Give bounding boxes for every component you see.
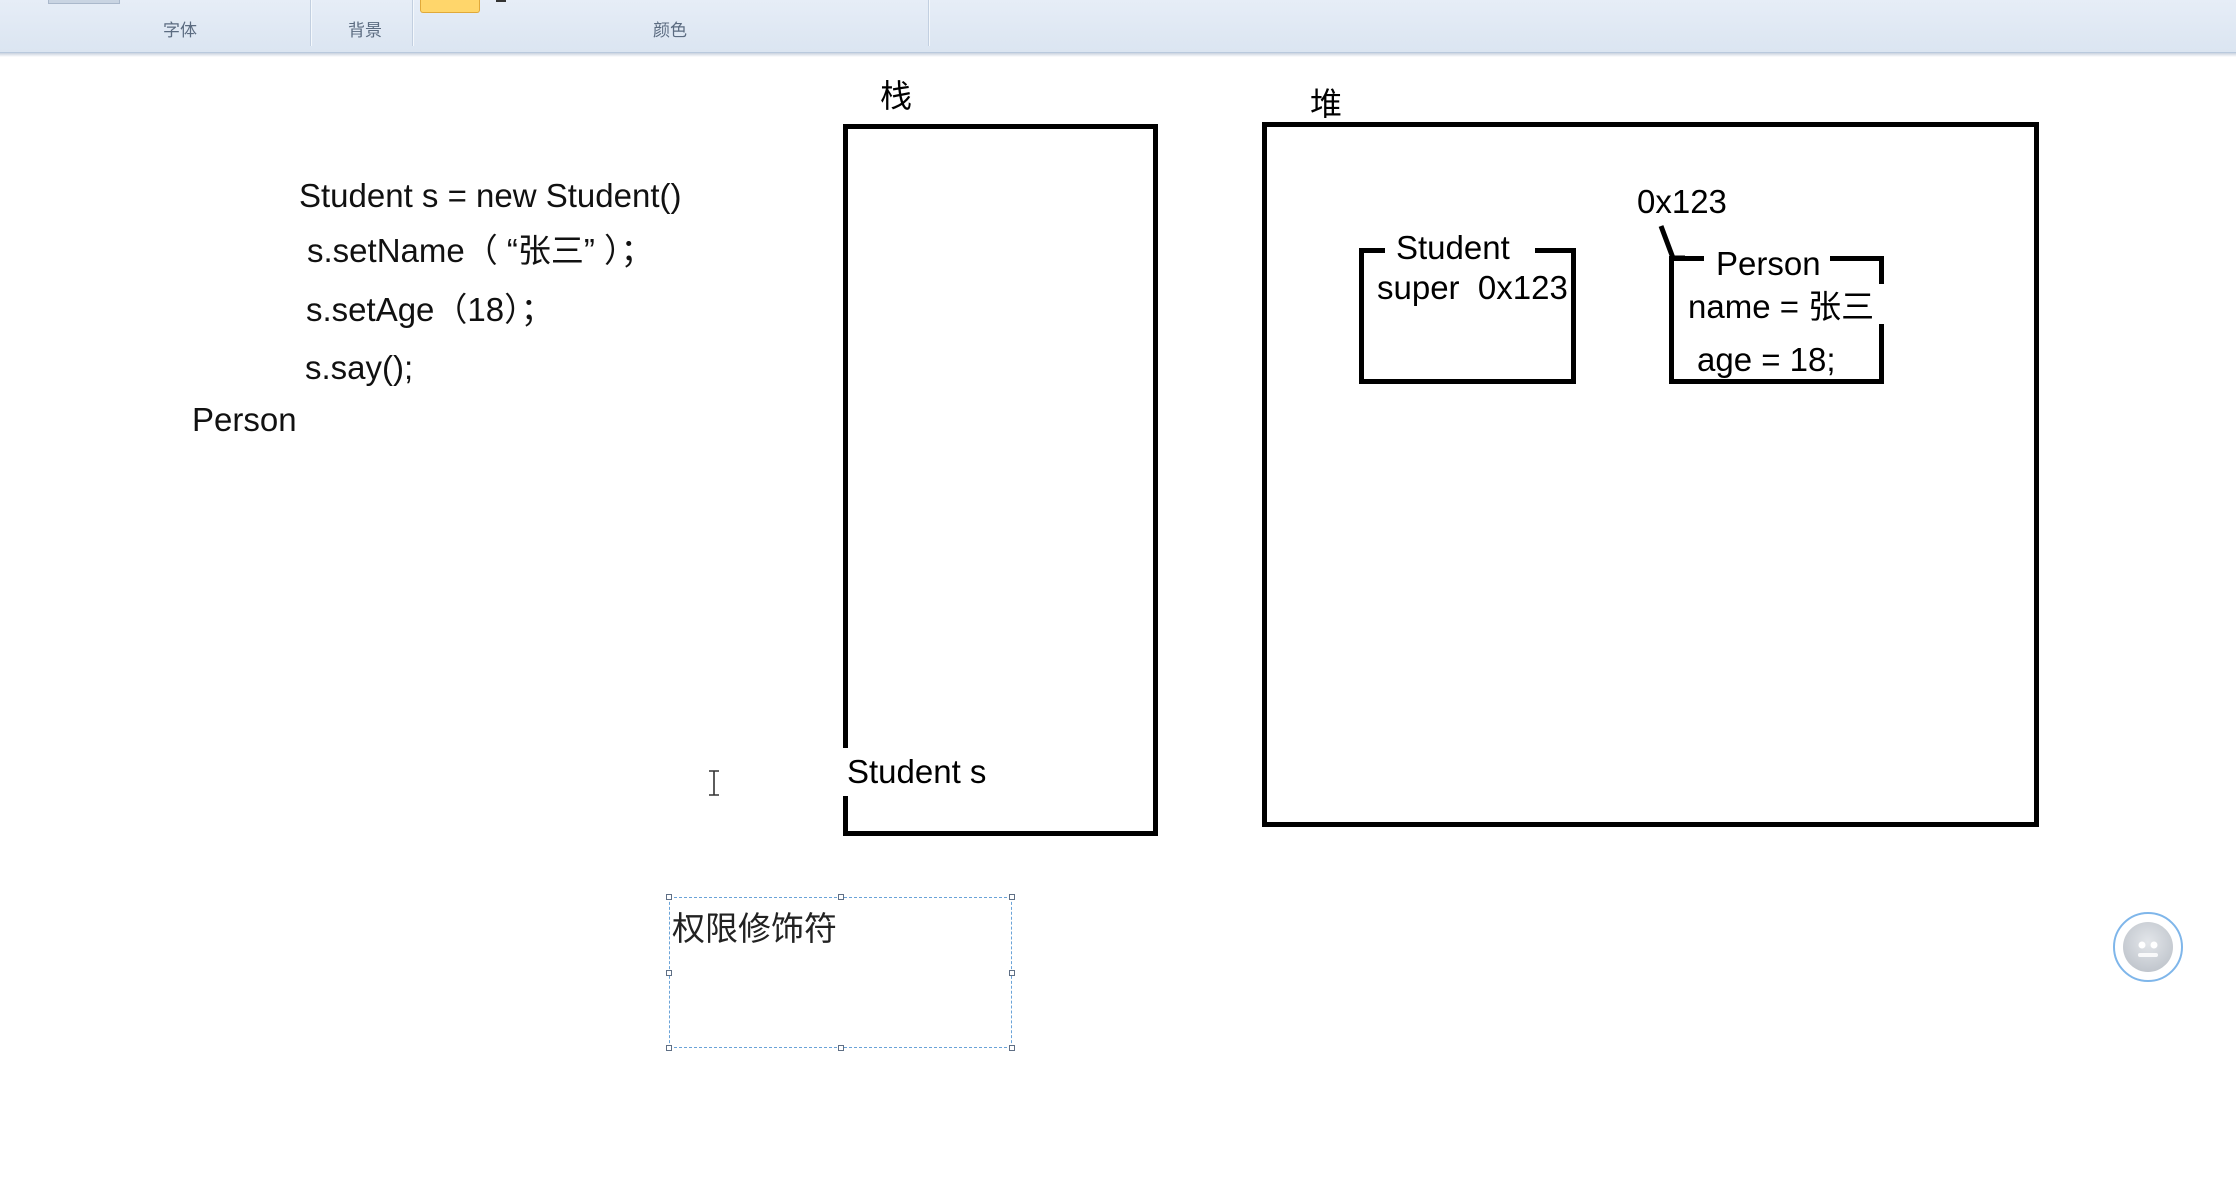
person-right-gap [1879, 284, 1889, 324]
person-object-title: Person [1716, 245, 1821, 282]
resize-handle-right[interactable] [1009, 970, 1015, 976]
code-line-person: Person [192, 401, 297, 438]
heap-label: 堆 [1310, 85, 1343, 123]
assistant-face-icon [2138, 941, 2158, 957]
resize-handle-bottom-right[interactable] [1009, 1045, 1015, 1051]
ribbon-button-fragment[interactable] [48, 0, 120, 4]
assistant-face [2123, 922, 2173, 972]
i-beam-cursor-icon [709, 770, 719, 796]
ribbon-separator [412, 0, 413, 46]
ribbon-group-color-label: 颜色 [653, 21, 687, 41]
code-line-set-name: s.setName（ “张三” ）； [307, 232, 654, 269]
person-field-name: name = 张三 [1688, 288, 1875, 325]
stack-gap [840, 748, 852, 796]
student-title-gap [1385, 240, 1535, 258]
code-line-new-student: Student s = new Student() [299, 177, 682, 214]
selected-textbox-text[interactable]: 权限修饰符 [672, 909, 837, 948]
ribbon-group-background-label: 背景 [348, 21, 382, 41]
person-title-gap [1704, 248, 1830, 266]
code-line-set-age: s.setAge（18）； [306, 291, 554, 328]
color-indicator [496, 0, 506, 2]
ribbon-separator [928, 0, 929, 46]
code-line-say: s.say(); [305, 349, 414, 386]
resize-handle-top[interactable] [838, 894, 844, 900]
stack-variable-label: Student s [847, 753, 987, 790]
resize-handle-top-left[interactable] [666, 894, 672, 900]
student-object-field: super 0x123 [1377, 269, 1568, 306]
resize-handle-top-right[interactable] [1009, 894, 1015, 900]
assistant-avatar-icon[interactable] [2113, 912, 2183, 982]
color-swatch-button[interactable] [420, 0, 480, 13]
ribbon-separator [310, 0, 311, 46]
resize-handle-bottom-left[interactable] [666, 1045, 672, 1051]
resize-handle-bottom[interactable] [838, 1045, 844, 1051]
heap-address-label: 0x123 [1637, 183, 1727, 220]
ribbon-toolbar: 字体 背景 颜色 [0, 0, 2236, 53]
ribbon-shadow [0, 53, 2236, 57]
ribbon-group-font-label: 字体 [163, 21, 197, 41]
stack-label: 栈 [880, 77, 913, 115]
stack-frame [843, 124, 1158, 836]
student-object-title: Student [1396, 229, 1510, 266]
heap-frame [1262, 122, 2039, 827]
person-field-age: age = 18; [1697, 341, 1836, 378]
resize-handle-left[interactable] [666, 970, 672, 976]
